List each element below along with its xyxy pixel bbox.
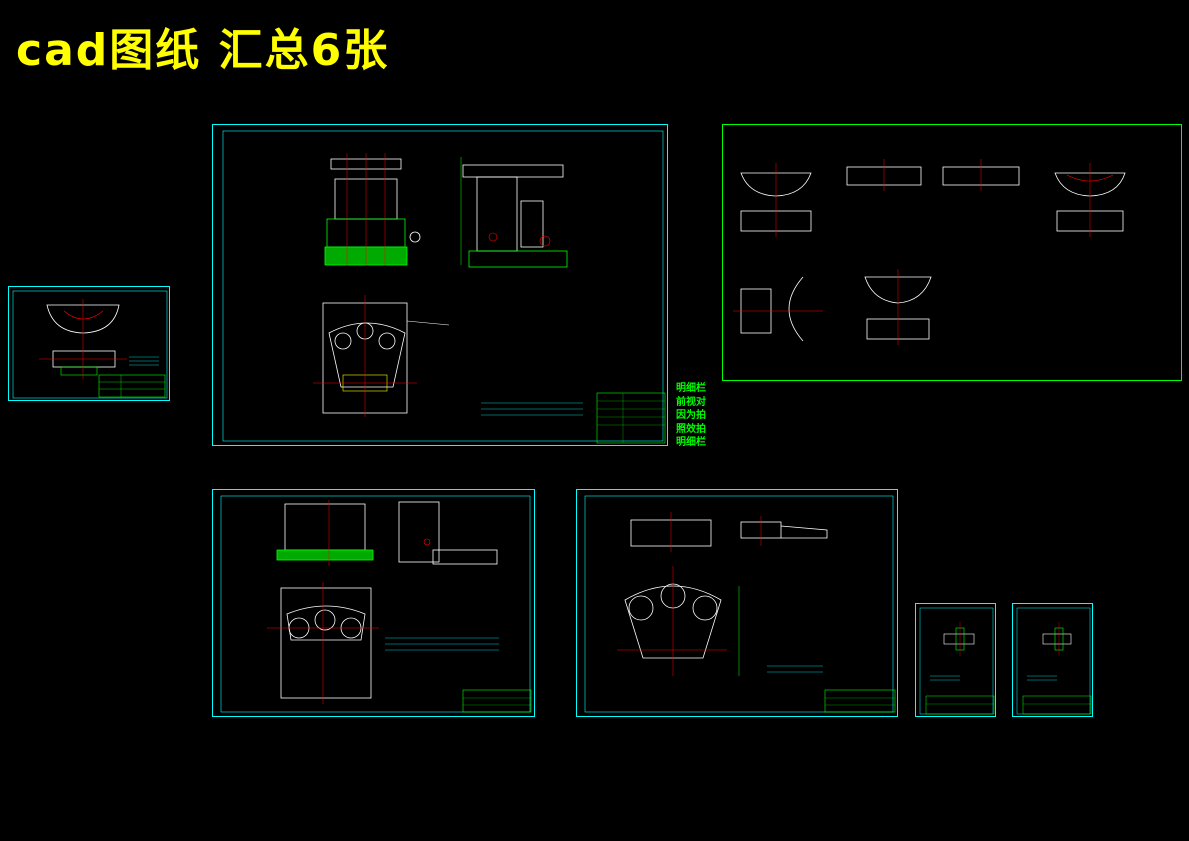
drawing-parts	[733, 159, 1126, 345]
drawing-small-left	[12, 290, 168, 399]
drawing-assembly	[222, 130, 666, 444]
page-title: cad图纸 汇总6张	[16, 25, 390, 76]
drawing-sheet-plate[interactable]	[576, 489, 898, 717]
drawing-sheet-small-a[interactable]	[915, 603, 996, 717]
drawing-sheet-small-left[interactable]	[8, 286, 170, 401]
side-note-line: 照效拍	[676, 423, 706, 435]
side-note-line: 明细栏	[676, 437, 706, 448]
drawing-sheet-small-b[interactable]	[1012, 603, 1093, 717]
parts-panel[interactable]	[722, 124, 1182, 381]
drawing-sheet-assembly[interactable]	[212, 124, 668, 446]
side-note-line: 因为拍	[676, 410, 706, 421]
side-note: 明细栏 前视对 因为拍 照效拍 明细栏	[676, 382, 706, 450]
drawing-base	[220, 495, 532, 713]
drawing-small-b	[1016, 607, 1092, 715]
drawing-plate	[584, 495, 896, 713]
drawing-small-a	[919, 607, 995, 715]
drawing-sheet-base[interactable]	[212, 489, 535, 717]
side-note-line: 明细栏	[676, 383, 706, 394]
side-note-line: 前视对	[676, 396, 706, 408]
